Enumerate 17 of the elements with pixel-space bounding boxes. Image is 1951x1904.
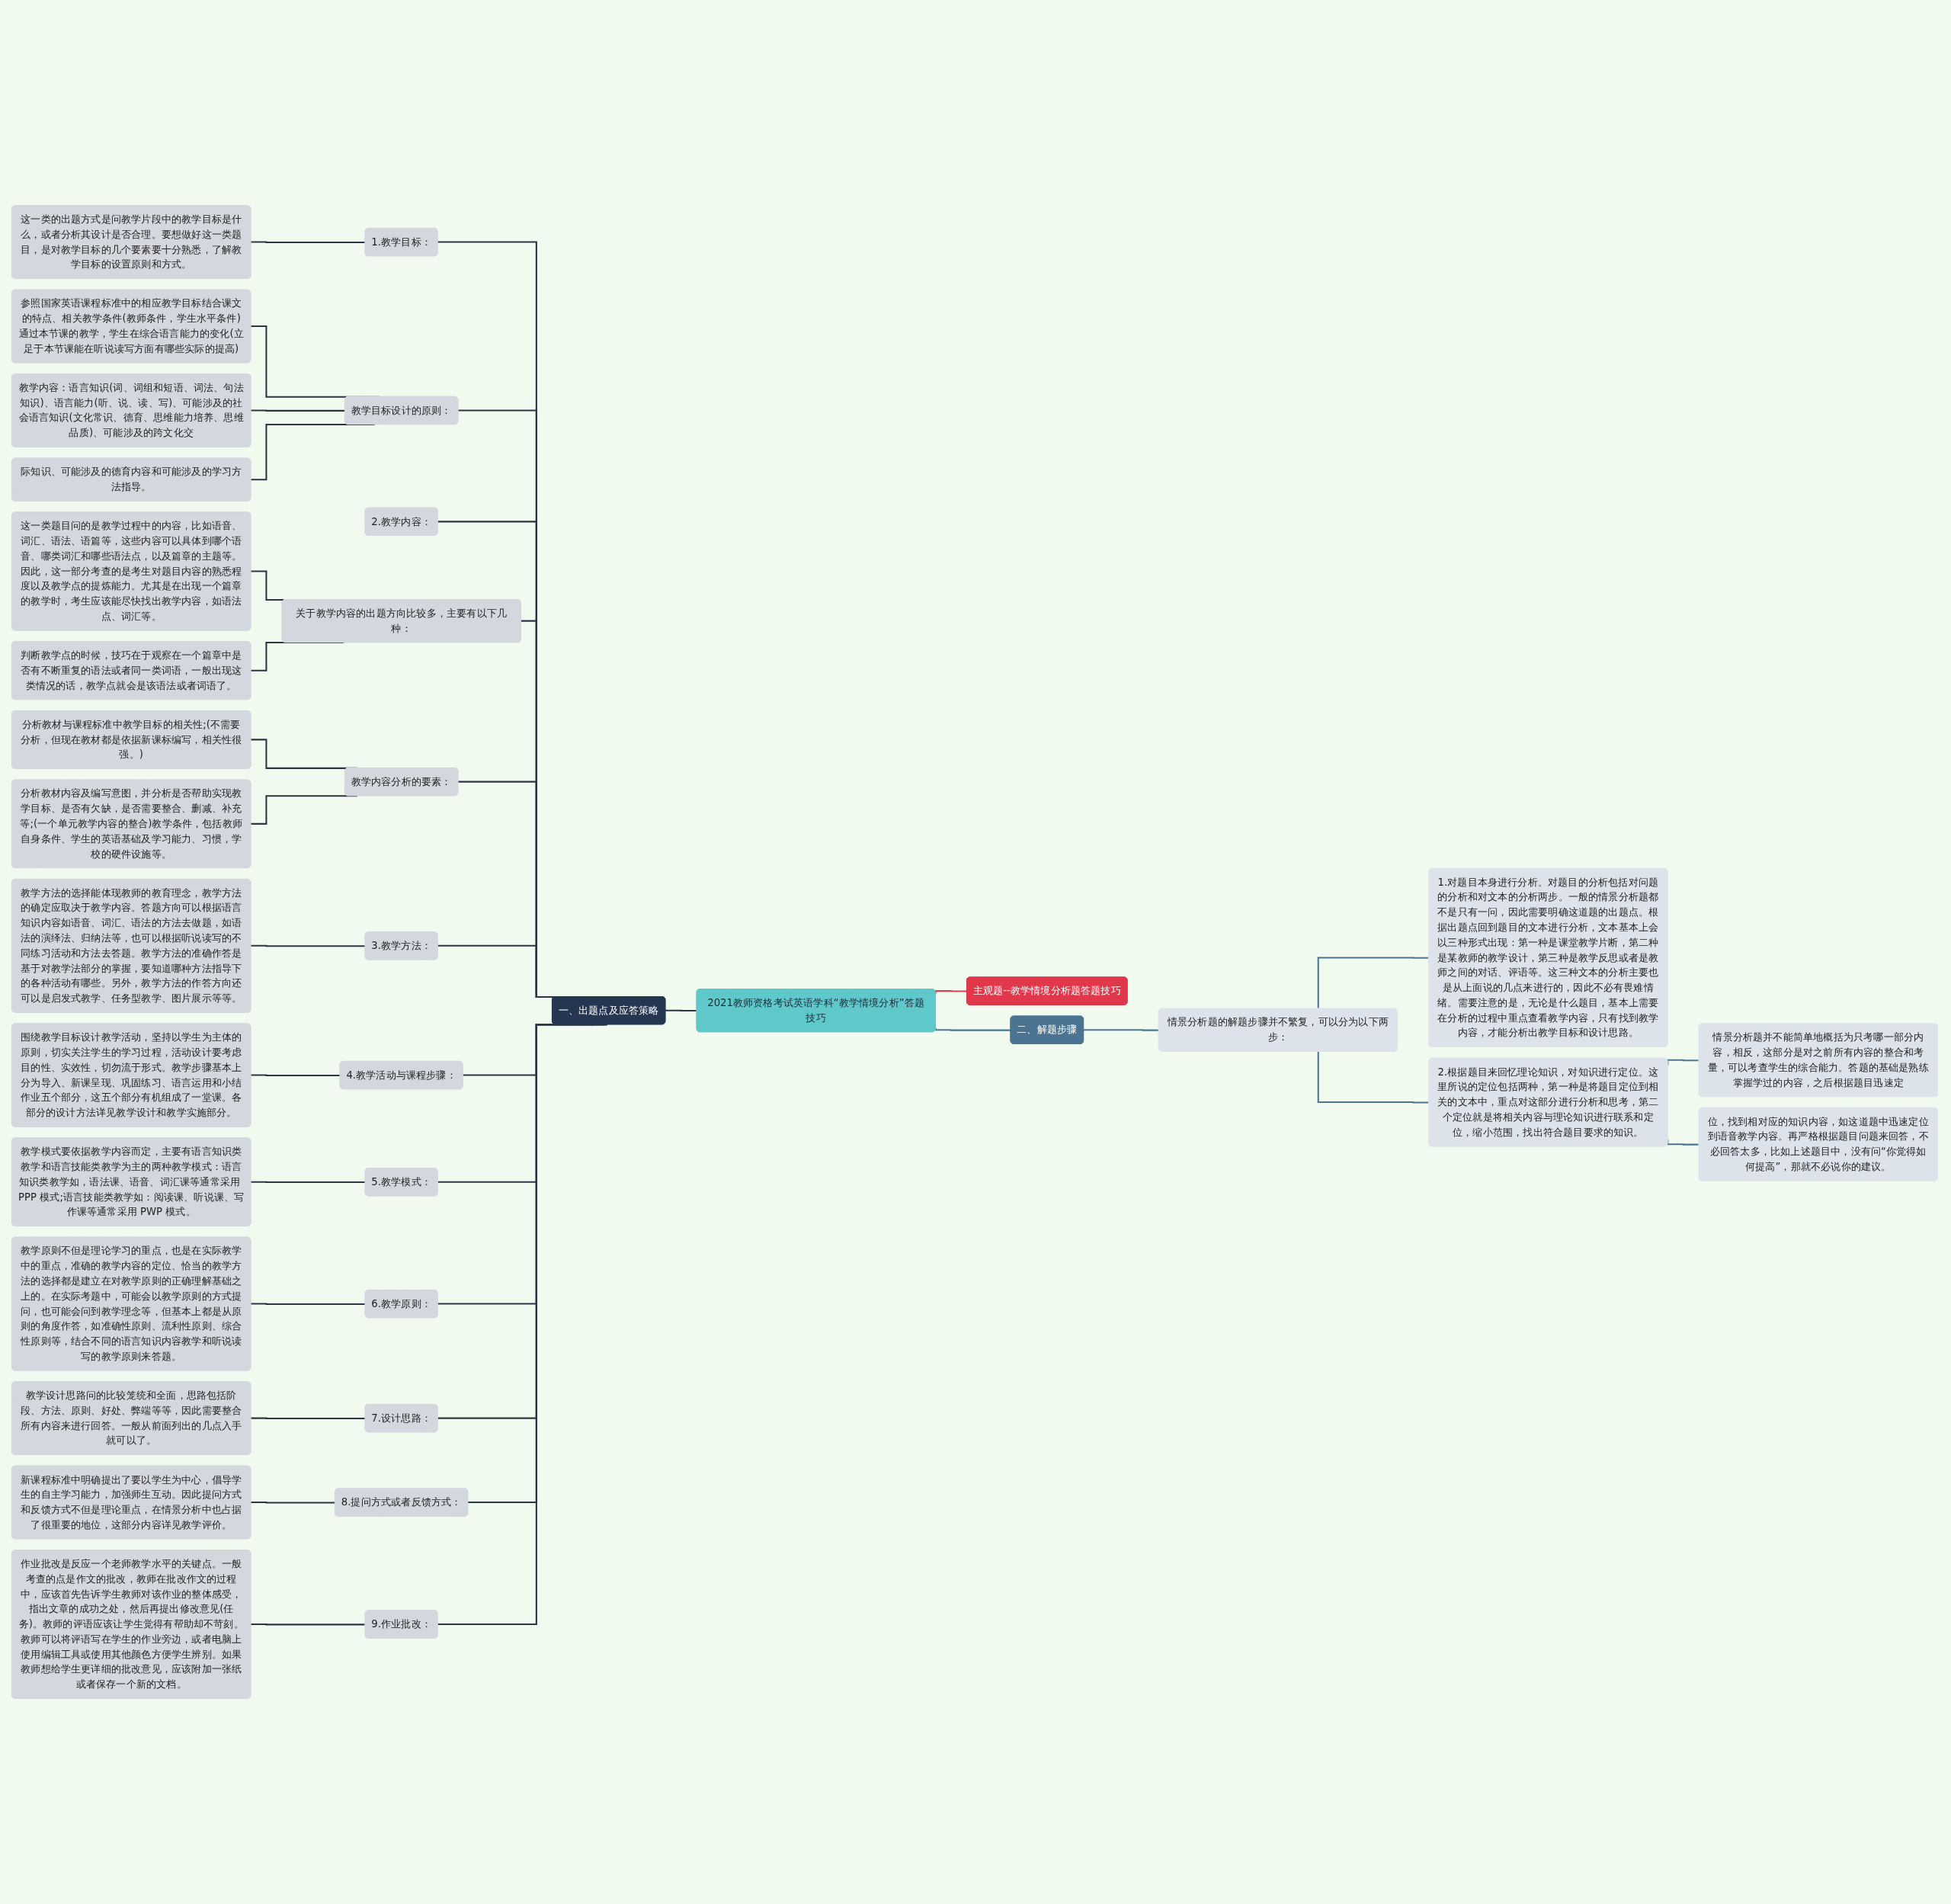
connector [250, 409, 345, 412]
connector [934, 1027, 1011, 1031]
connector [250, 1181, 366, 1184]
connector [250, 944, 366, 947]
connector [250, 1502, 335, 1504]
connector [1317, 957, 1430, 1009]
connector [665, 1009, 697, 1012]
connector [250, 795, 357, 825]
connector [250, 241, 366, 244]
connector [250, 1417, 366, 1420]
connector [250, 1303, 366, 1306]
connector [1083, 1029, 1159, 1031]
connector [934, 990, 967, 994]
connector [250, 1074, 341, 1076]
connector [437, 1024, 607, 1626]
connector [250, 1623, 366, 1626]
connector [1317, 1051, 1430, 1104]
